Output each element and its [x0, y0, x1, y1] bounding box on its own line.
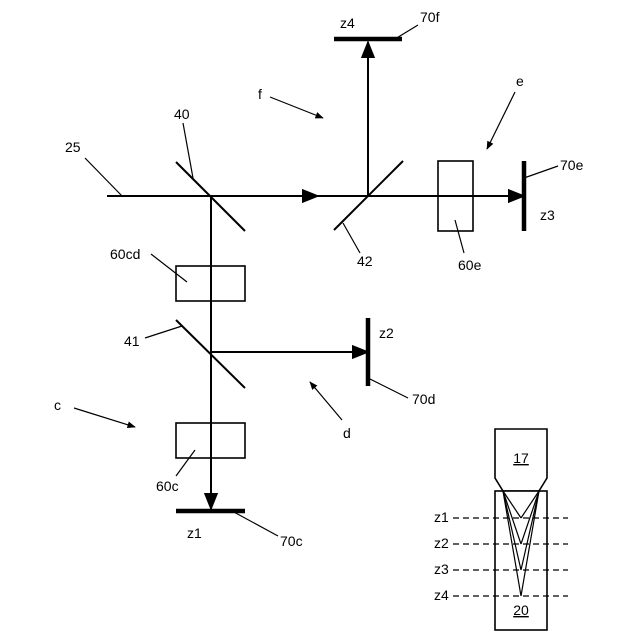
label-70e: 70e	[560, 157, 584, 173]
inset-label-z4: z4	[434, 587, 449, 603]
label-60c: 60c	[156, 478, 179, 494]
label-25: 25	[65, 139, 81, 155]
label-z3: z3	[540, 207, 555, 223]
label-41: 41	[124, 333, 140, 349]
leader-42	[343, 223, 360, 253]
label-objective-17: 17	[513, 450, 529, 466]
label-z1: z1	[187, 525, 202, 541]
path-c-arrow	[74, 408, 135, 427]
label-60cd: 60cd	[110, 246, 140, 262]
label-70c: 70c	[280, 533, 303, 549]
label-z2: z2	[379, 325, 394, 341]
leader-70e	[524, 166, 558, 178]
label-40: 40	[174, 106, 190, 122]
label-60e: 60e	[458, 257, 482, 273]
label-42: 42	[357, 253, 373, 269]
label-70d: 70d	[412, 391, 435, 407]
leader-25	[85, 158, 122, 196]
label-f: f	[258, 86, 262, 102]
label-d: d	[343, 425, 351, 441]
leader-70f	[395, 25, 418, 39]
path-e-arrow	[487, 92, 515, 149]
leader-70c	[232, 511, 278, 536]
label-c: c	[54, 397, 61, 413]
path-d-arrow	[310, 382, 342, 420]
label-sample-20: 20	[513, 602, 529, 618]
inset-label-z3: z3	[434, 561, 449, 577]
leader-41	[145, 326, 182, 338]
label-e: e	[516, 73, 524, 89]
path-f-arrow	[270, 97, 323, 118]
objective-sample-inset: 17 20 z1 z2 z3 z4	[434, 429, 568, 630]
leader-70d	[368, 378, 408, 398]
inset-label-z1: z1	[434, 509, 449, 525]
label-z4: z4	[340, 15, 355, 31]
inset-label-z2: z2	[434, 535, 449, 551]
label-70f: 70f	[420, 9, 440, 25]
